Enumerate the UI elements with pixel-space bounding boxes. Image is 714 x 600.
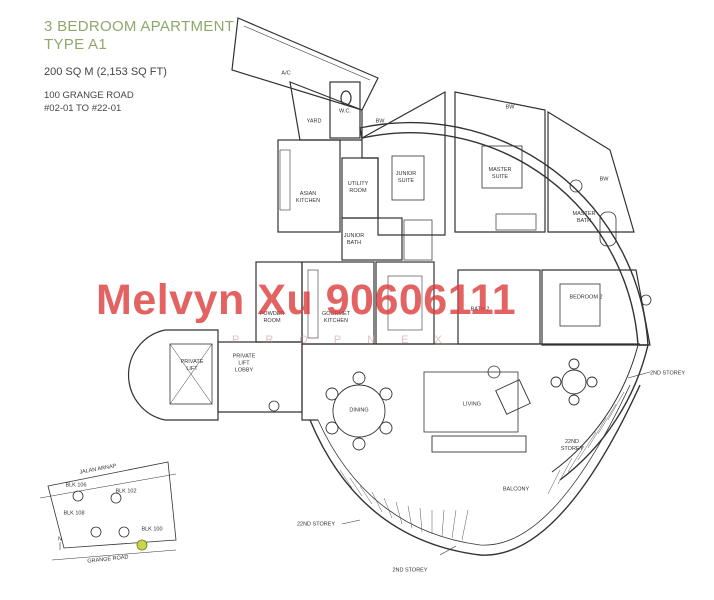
label-living: LIVING — [462, 401, 482, 408]
label-2nd-storey-b: 2ND STOREY — [392, 567, 428, 574]
label-junior-suite: JUNIOR SUITE — [395, 171, 417, 184]
label-asian-kitchen: ASIAN KITCHEN — [295, 191, 321, 204]
label-bw-1: BW — [375, 118, 385, 125]
label-bw-2: BW — [505, 104, 515, 111]
label-22nd-storey-a: 22ND STOREY — [560, 439, 584, 452]
unit-type: TYPE A1 — [44, 36, 107, 53]
block-label-102: BLK 102 — [115, 488, 137, 495]
block-label-106: BLK 106 — [65, 482, 87, 489]
address-units: #02-01 TO #22-01 — [44, 103, 122, 114]
dining-table — [325, 371, 393, 451]
wc-room — [329, 81, 361, 139]
label-bath-2: BATH 2 — [470, 306, 490, 313]
unit-area: 200 SQ M (2,153 SQ FT) — [44, 66, 167, 78]
balcony-hatch — [339, 391, 625, 541]
master-bath-outline — [547, 110, 635, 233]
label-dining: DINING — [349, 407, 369, 414]
label-wc: W.C. — [339, 108, 351, 115]
junior-bath-outline — [341, 217, 403, 261]
label-ac: A/C — [281, 70, 291, 77]
outer-wall-lower — [559, 344, 649, 481]
block-label-100: BLK 100 — [141, 526, 163, 533]
label-22nd-storey-b: 22ND STOREY — [296, 521, 336, 528]
north-indicator: N — [58, 536, 62, 543]
master-suite-outline — [454, 91, 546, 233]
label-bw-3: BW — [599, 176, 609, 183]
label-junior-bath: JUNIOR BATH — [343, 233, 365, 246]
private-lift-lobby-outline — [217, 341, 303, 413]
private-lift-outline — [128, 329, 219, 421]
unit-title: 3 BEDROOM APARTMENT — [44, 18, 235, 35]
sofa — [431, 435, 527, 453]
label-yard: YARD — [306, 118, 322, 125]
site-plan — [39, 461, 177, 561]
label-powder-room: POWDER ROOM — [259, 311, 285, 324]
balcony-edge — [309, 384, 641, 556]
label-private-lift-lobby: PRIVATE LIFT LOBBY — [232, 353, 256, 374]
label-master-suite: MASTER SUITE — [488, 167, 512, 180]
label-balcony: BALCONY — [502, 486, 530, 493]
agent-watermark: Melvyn Xu 90606111 — [96, 276, 517, 324]
block-label-108: BLK 108 — [63, 510, 85, 517]
label-2nd-storey-a: 2ND STOREY — [650, 370, 686, 377]
balcony-table — [550, 358, 598, 406]
bedroom2-outline — [541, 269, 651, 346]
living-rug — [423, 371, 519, 433]
label-private-lift: PRIVATE LIFT — [180, 359, 204, 372]
junior-suite-outline — [361, 90, 446, 236]
label-master-bath: MASTER BATH — [572, 211, 596, 224]
label-bedroom-2: BEDROOM 2 — [569, 294, 603, 301]
agency-watermark: PROPNEX — [232, 334, 468, 346]
ac-ledge — [231, 17, 379, 111]
label-gourmet-kitchen: GOURMET KITCHEN — [321, 311, 351, 324]
label-utility-room: UTILITY ROOM — [347, 181, 369, 194]
address-street: 100 GRANGE ROAD — [44, 90, 134, 101]
asian-kitchen-outline — [277, 139, 341, 233]
